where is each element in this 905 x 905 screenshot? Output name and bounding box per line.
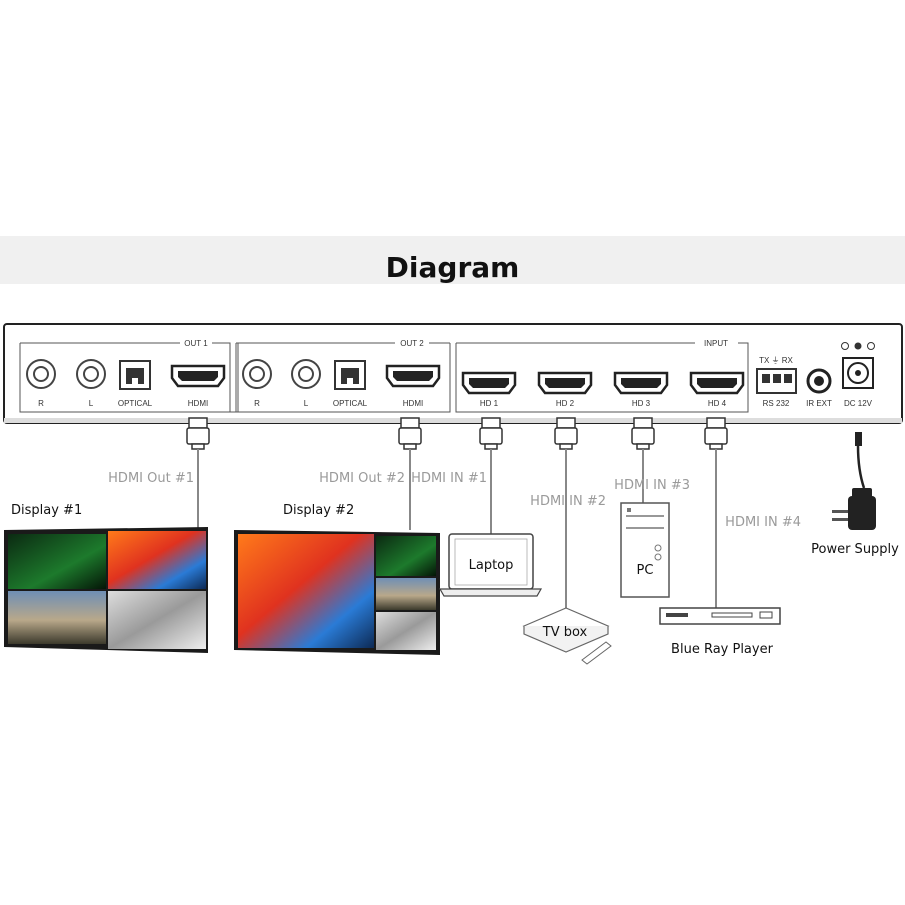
rs232-pins-label: TX ⏚ RX — [759, 356, 793, 365]
hdmi-in3-port — [613, 371, 669, 395]
pc-tower-icon — [620, 502, 670, 598]
rs232-label: RS 232 — [763, 399, 790, 408]
port-optical-label: OPTICAL — [118, 399, 153, 408]
hd2-label: HD 2 — [556, 399, 575, 408]
port-r-label: R — [38, 399, 44, 408]
port-hdmi-label: HDMI — [403, 399, 423, 408]
hdmi-plug-in2 — [554, 417, 578, 450]
hdmi-in4-port — [689, 371, 745, 395]
title-banner — [0, 236, 905, 284]
out2-label: OUT 2 — [400, 339, 424, 348]
matrix-switch-panel: OUT 1 R L OPTICAL HDMI — [3, 323, 903, 424]
rs232-port: TX ⏚ RX RS 232 — [756, 356, 797, 408]
hdmi-out2-label: HDMI Out #2 — [319, 471, 405, 486]
hdmi-in2-label: HDMI IN #2 — [530, 494, 606, 509]
display2-label: Display #2 — [283, 503, 354, 518]
display1-screen — [4, 527, 208, 653]
optical-port — [119, 360, 151, 390]
tvbox-icon — [522, 607, 610, 653]
optical-port — [334, 360, 366, 390]
input-group: INPUT HD 1 HD 2 HD 3 HD 4 — [455, 339, 749, 413]
laptop-label: Laptop — [469, 558, 514, 573]
page-title: Diagram — [385, 251, 520, 284]
out1-group: OUT 1 R L OPTICAL HDMI — [19, 339, 239, 413]
rca-l-port — [291, 359, 321, 389]
rca-r-port — [242, 359, 272, 389]
rca-l-port — [76, 359, 106, 389]
hdmi-in4-label: HDMI IN #4 — [725, 515, 801, 530]
hd4-label: HD 4 — [708, 399, 727, 408]
ir-ext-port: IR EXT — [806, 368, 832, 408]
hdmi-out1-port — [170, 364, 226, 388]
bluray-player-icon — [659, 607, 781, 625]
power-adapter-icon — [832, 432, 876, 530]
hdmi-in2-port — [537, 371, 593, 395]
hd3-label: HD 3 — [632, 399, 651, 408]
input-label: INPUT — [704, 339, 728, 348]
hdmi-plug-in3 — [631, 417, 655, 450]
hdmi-plug-in1 — [479, 417, 503, 450]
hdmi-in1-port — [461, 371, 517, 395]
tvbox-label: TV box — [542, 625, 588, 640]
laptop-icon — [438, 533, 543, 597]
pc-label: PC — [637, 563, 654, 578]
display1-label: Display #1 — [11, 503, 82, 518]
hdmi-in1-label: HDMI IN #1 — [411, 471, 487, 486]
cables — [197, 449, 717, 608]
port-optical-label: OPTICAL — [333, 399, 368, 408]
rca-r-port — [26, 359, 56, 389]
hdmi-plug-out2 — [398, 417, 422, 450]
ir-ext-label: IR EXT — [806, 399, 832, 408]
power-supply-label: Power Supply — [811, 542, 899, 557]
out1-label: OUT 1 — [184, 339, 208, 348]
out2-group: OUT 2 R L OPTICAL HDMI — [235, 339, 451, 413]
bluray-label: Blue Ray Player — [671, 642, 774, 657]
hdmi-out2-port — [385, 364, 441, 388]
polarity-icon — [841, 342, 875, 350]
port-l-label: L — [304, 399, 309, 408]
port-r-label: R — [254, 399, 260, 408]
dc12v-label: DC 12V — [844, 399, 873, 408]
hdmi-in3-label: HDMI IN #3 — [614, 478, 690, 493]
remote-control-icon — [581, 641, 612, 665]
display2-screen — [234, 530, 440, 655]
dc-power-port: DC 12V — [841, 342, 875, 408]
hdmi-out1-label: HDMI Out #1 — [108, 471, 194, 486]
hd1-label: HD 1 — [480, 399, 499, 408]
port-hdmi-label: HDMI — [188, 399, 208, 408]
hdmi-plug-in4 — [704, 417, 728, 450]
port-l-label: L — [89, 399, 94, 408]
hdmi-plug-out1 — [186, 417, 210, 450]
